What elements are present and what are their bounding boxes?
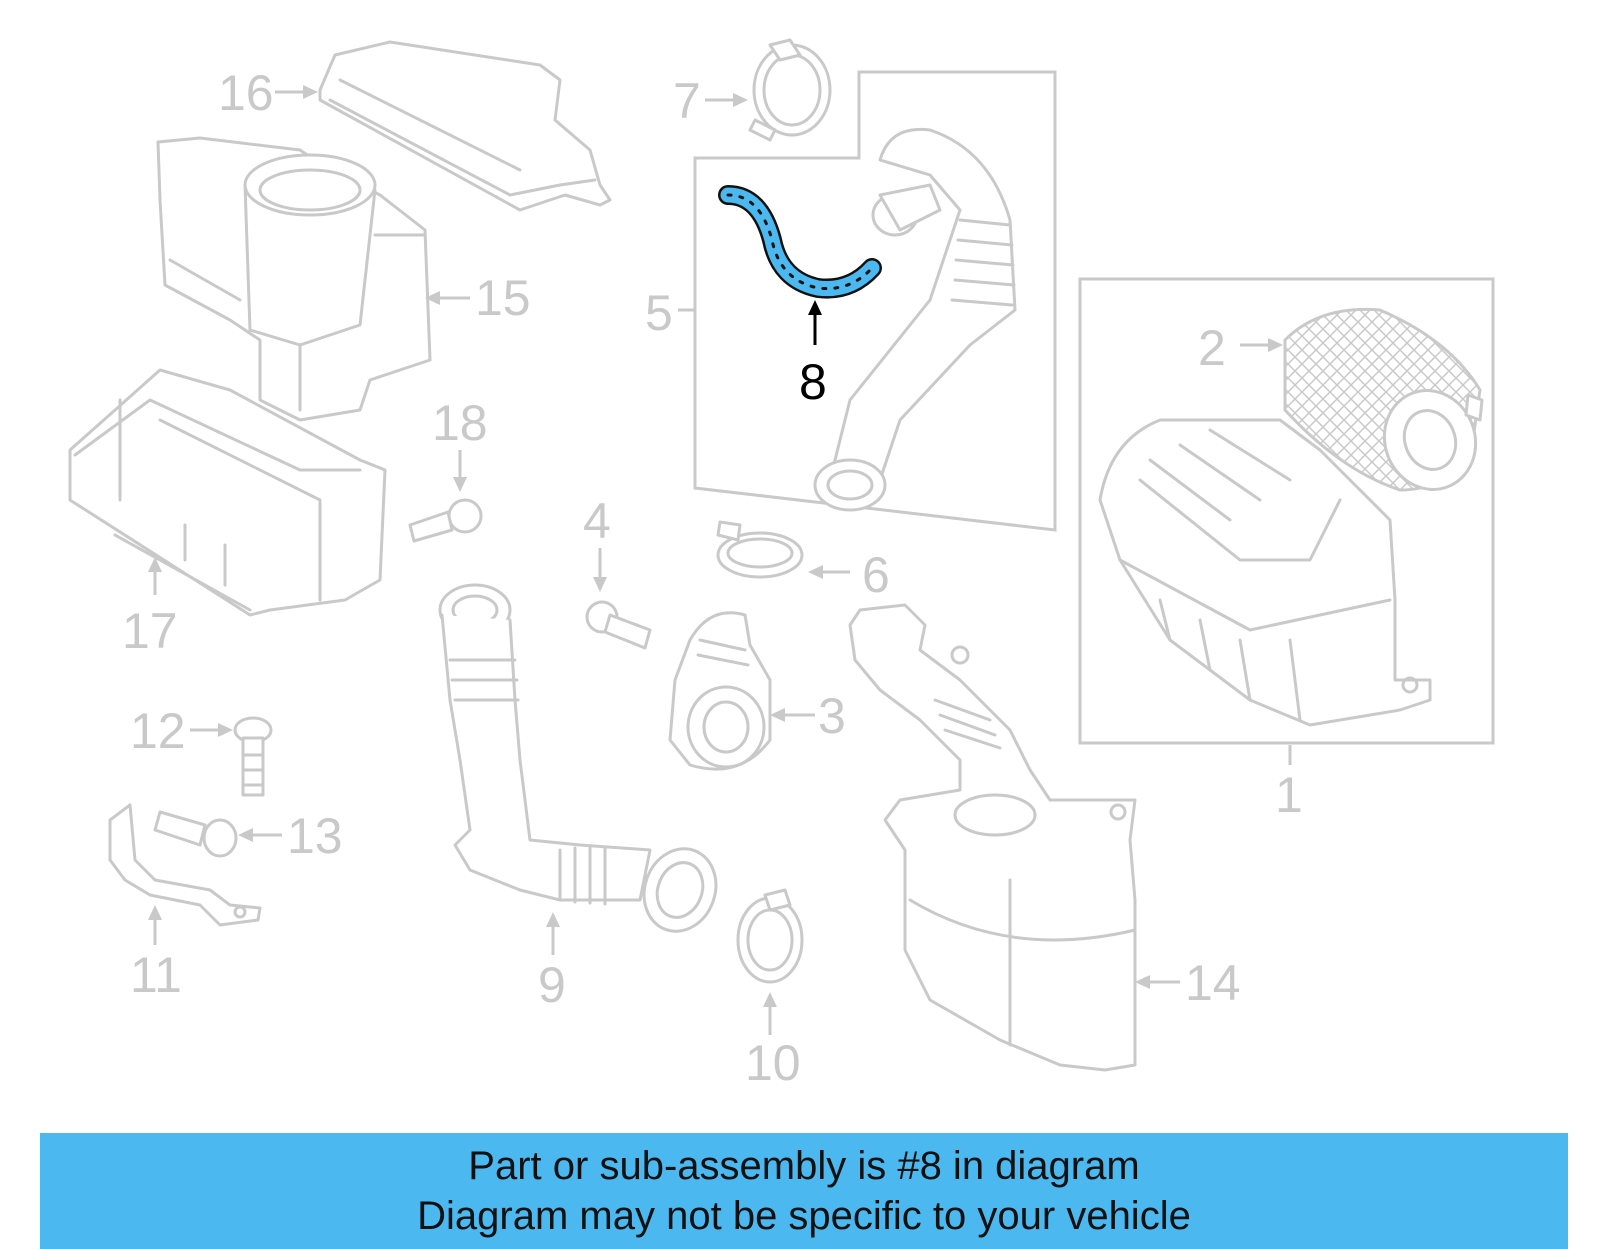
callout-17: 17	[122, 603, 178, 659]
callout-16: 16	[218, 65, 274, 121]
part-7-hose-clamp	[748, 38, 832, 142]
callout-15: 15	[475, 270, 531, 326]
part-8-seal-highlighted	[718, 185, 882, 299]
part-13-bolt	[153, 810, 238, 858]
callout-7: 7	[673, 73, 701, 129]
part-6-hose-clamp	[716, 520, 804, 579]
callout-4: 4	[583, 493, 611, 549]
banner-line-disclaimer: Diagram may not be specific to your vehi…	[417, 1194, 1191, 1238]
part-16-air-box-cover	[318, 40, 612, 212]
callout-11: 11	[130, 947, 182, 1003]
callout-14: 14	[1185, 955, 1241, 1011]
part-18-bolt	[408, 498, 483, 543]
callout-2: 2	[1198, 320, 1226, 376]
part-17-air-inlet-duct	[68, 368, 387, 617]
callout-8: 8	[799, 354, 827, 410]
part-10-hose-clamp	[736, 888, 804, 984]
callout-10: 10	[745, 1035, 801, 1091]
info-banner: Part or sub-assembly is #8 in diagram Di…	[40, 1133, 1568, 1249]
part-15-intake-housing	[156, 136, 432, 422]
callout-1: 1	[1275, 767, 1303, 823]
callout-12: 12	[130, 703, 186, 759]
part-14-resonator	[848, 603, 1137, 1072]
banner-line-part-number: Part or sub-assembly is #8 in diagram	[468, 1144, 1140, 1188]
callout-5: 5	[645, 285, 673, 341]
callout-9: 9	[538, 957, 566, 1013]
part-9-air-hose	[438, 583, 718, 933]
callout-6: 6	[862, 547, 890, 603]
callout-13: 13	[287, 808, 343, 864]
part-4-bolt	[585, 600, 652, 650]
part-12-screw	[233, 716, 273, 797]
part-1-air-cleaner-assembly	[1078, 277, 1495, 745]
part-2-air-filter	[1283, 307, 1484, 492]
callout-3: 3	[818, 688, 846, 744]
part-3-intake-elbow	[668, 611, 772, 771]
part-11-bracket	[108, 803, 262, 927]
callout-18: 18	[432, 395, 488, 451]
callout-labels: 1 2 3 4 5 6 7 8 9 10 11 12 13 14 15 16 1…	[122, 65, 1303, 1091]
part-5-intake-hose-assembly	[693, 70, 1057, 532]
callout-leaders	[148, 85, 1292, 1035]
